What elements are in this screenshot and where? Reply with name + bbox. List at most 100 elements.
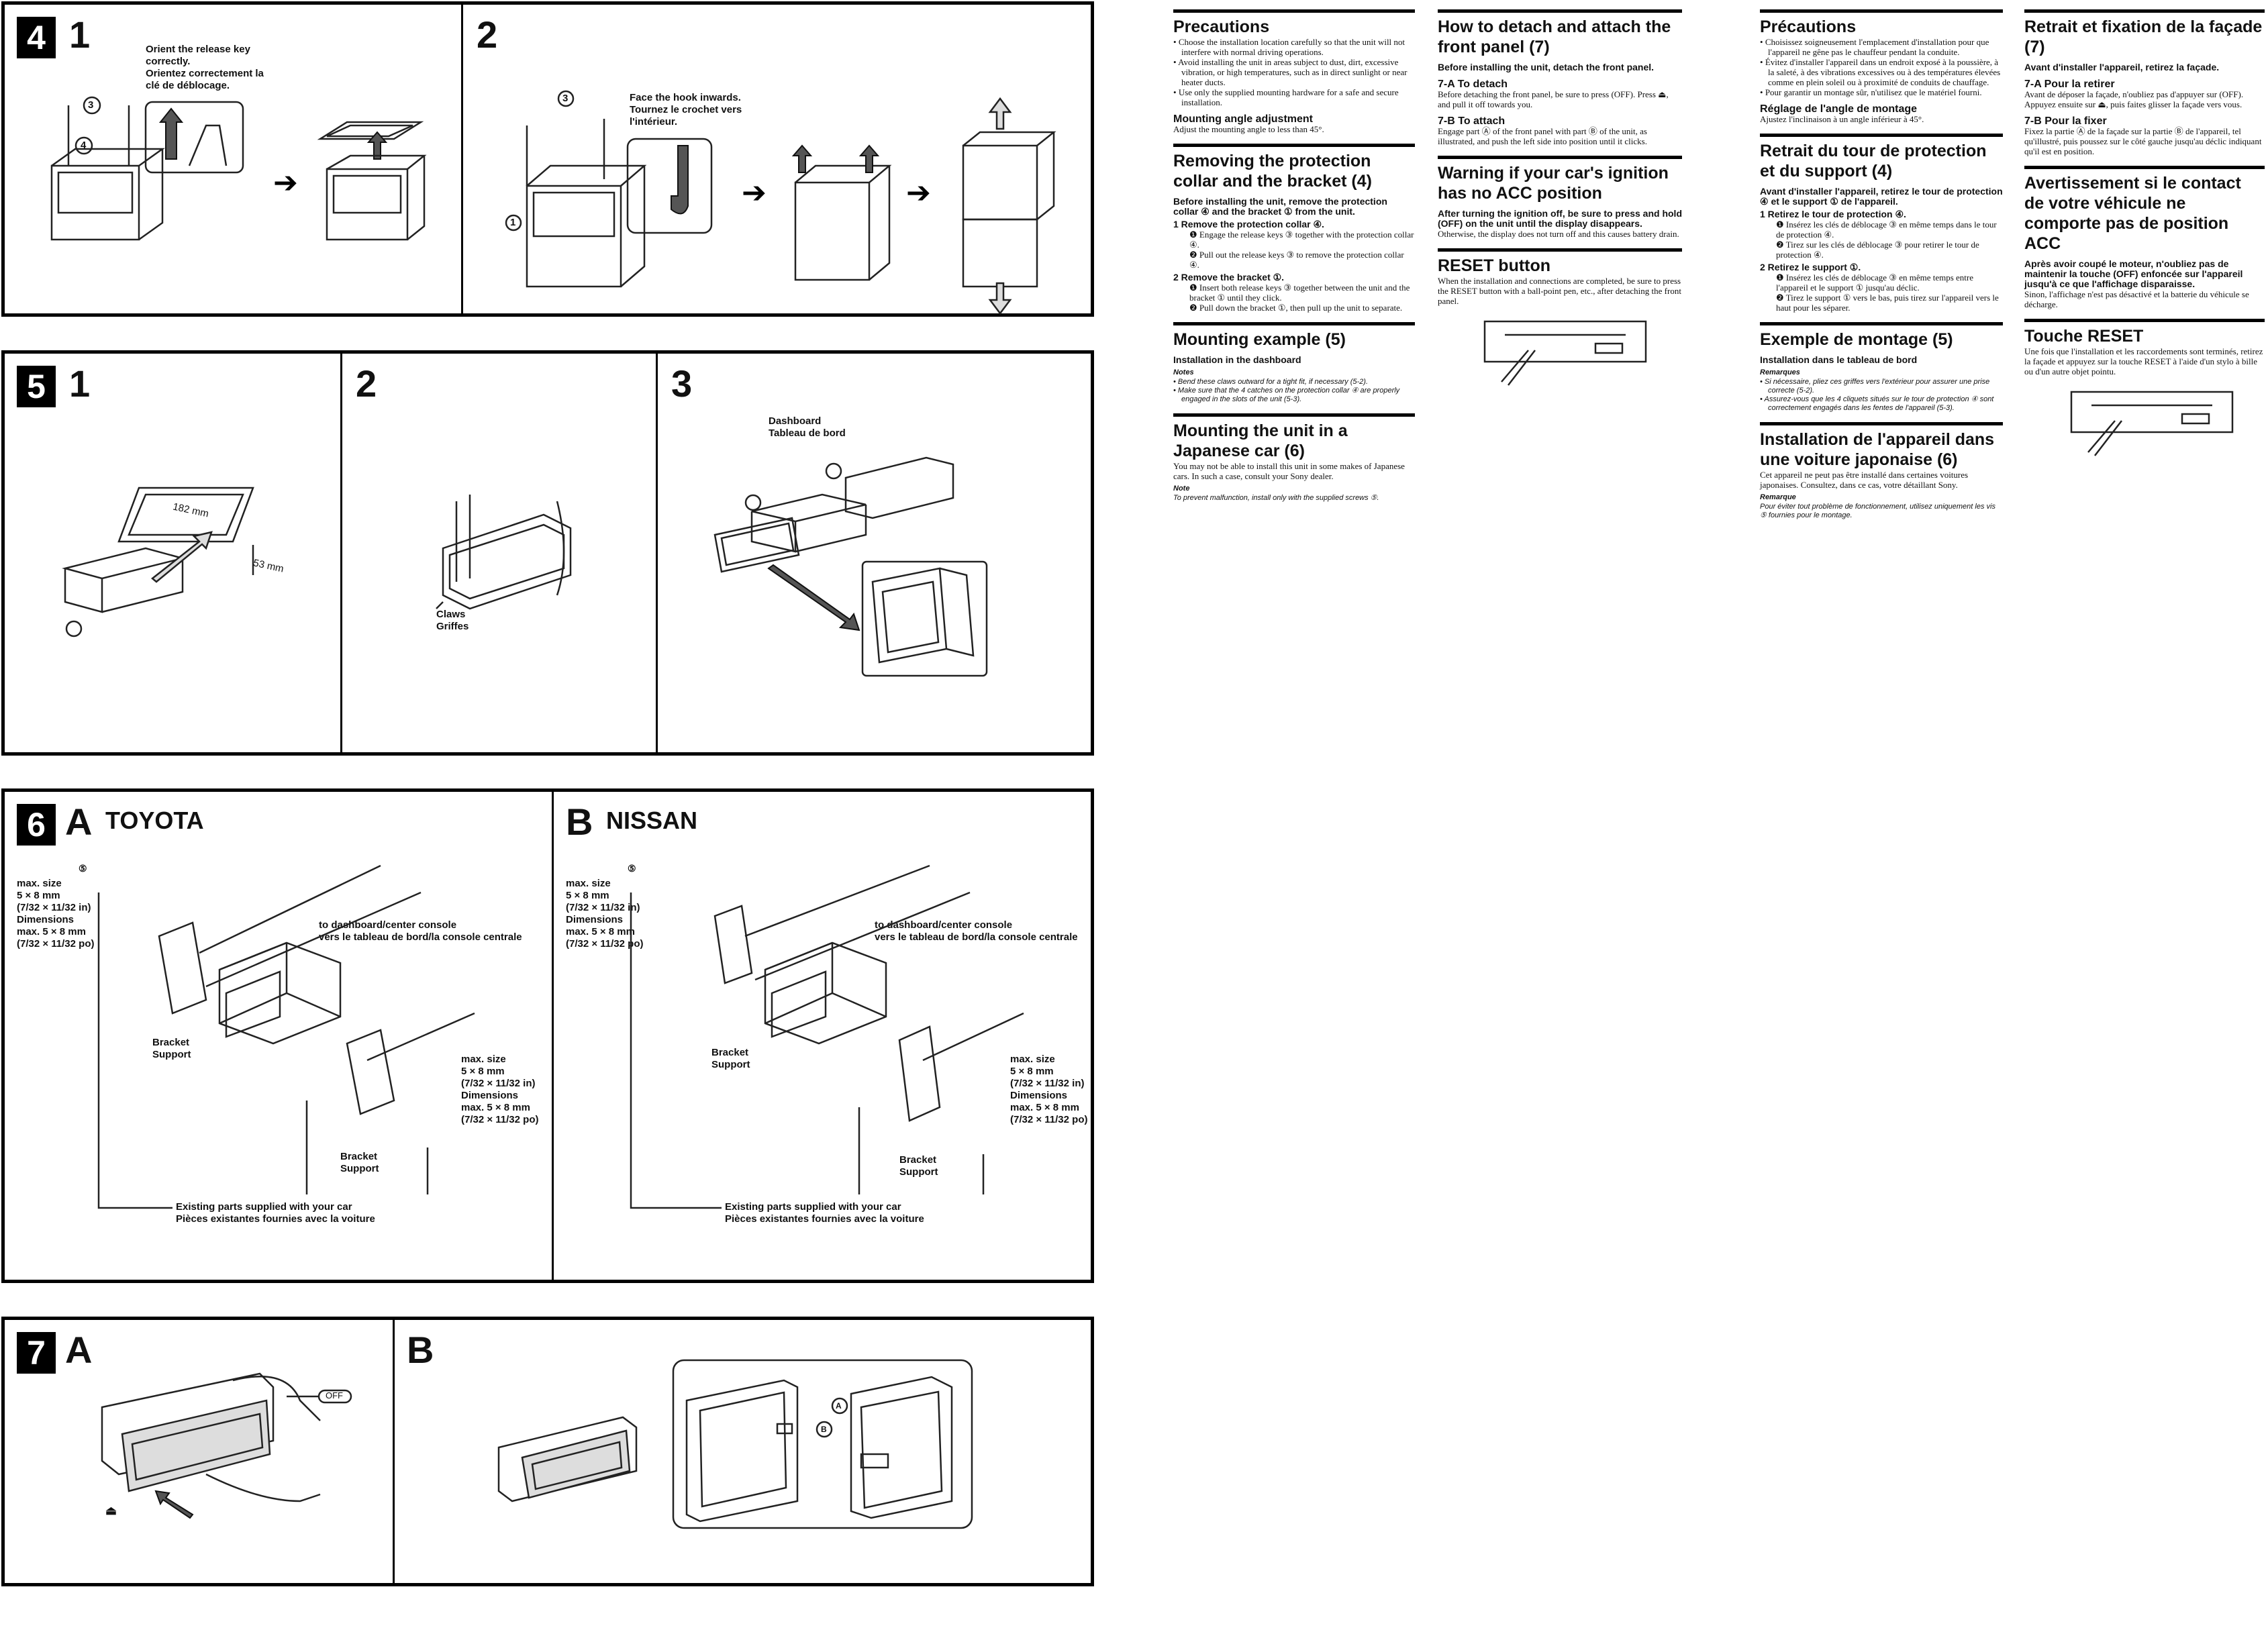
bracket-label: Bracket Support (340, 1151, 379, 1174)
dashboard-label: Dashboard Tableau de bord (769, 415, 846, 439)
intro: Before installing the unit, detach the f… (1438, 62, 1655, 72)
heading: Precautions (1173, 9, 1415, 37)
bracket-label: Bracket Support (711, 1047, 750, 1070)
screw-size-label: max. size 5 × 8 mm (7/32 × 11/32 in) Dim… (17, 878, 95, 950)
warning-bold: After turning the ignition off, be sure … (1438, 208, 1682, 229)
heading: Retrait du tour de protection et du supp… (1760, 134, 2003, 181)
toyota-mounting-illustration (97, 864, 475, 1209)
figure-7-badge: 7 (17, 1332, 56, 1374)
figure-5-badge: 5 (17, 366, 56, 407)
unit-with-bracket (505, 90, 647, 288)
english-column-1: Precautions Choose the installation loca… (1173, 9, 1415, 503)
callout-a: A (836, 1401, 842, 1411)
paragraph: Avant de déposer la façade, n'oubliez pa… (2024, 89, 2244, 109)
list-item: Choisissez soigneusement l'emplacement d… (1760, 37, 2003, 57)
list-item: Use only the supplied mounting hardware … (1173, 87, 1415, 107)
heading: Mounting the unit in a Japanese car (6) (1173, 413, 1415, 461)
existing-parts-label: Existing parts supplied with your car Pi… (176, 1201, 375, 1225)
precautions-list: Choose the installation location careful… (1173, 37, 1415, 107)
figure-5-step-1: 5 1 182 mm 53 mm (5, 354, 340, 752)
svg-text:➔: ➔ (742, 176, 767, 210)
callout-3: 3 (562, 93, 569, 104)
bracket-label: Bracket Support (152, 1037, 191, 1060)
french-column-1: Précautions Choisissez soigneusement l'e… (1760, 9, 2003, 520)
hook-inset (626, 138, 713, 234)
figure-4-step-2: 2 Face the hook inwards. Tournez le croc… (461, 5, 1091, 315)
paragraph: Cet appareil ne peut pas être installé d… (1760, 470, 1969, 490)
svg-text:➔: ➔ (273, 166, 298, 200)
step: 1 Retirez le tour de protection ④. (1760, 209, 1906, 219)
note-heading: Note (1173, 484, 1190, 493)
subheading: 7-B To attach (1438, 115, 1506, 127)
heading: Warning if your car's ignition has no AC… (1438, 156, 1682, 203)
existing-parts-label: Existing parts supplied with your car Pi… (725, 1201, 924, 1225)
callout-4: 4 (81, 140, 87, 151)
precautions-list: Choisissez soigneusement l'emplacement d… (1760, 37, 2003, 97)
variant-letter: B (566, 801, 593, 843)
substep: ❶ Insérez les clés de déblocage ③ en mêm… (1776, 272, 1974, 293)
warning-bold: Après avoir coupé le moteur, n'oubliez p… (2024, 258, 2243, 289)
step-number: 2 (477, 13, 498, 56)
list-item: Choose the installation location careful… (1173, 37, 1415, 57)
paragraph: Fixez la partie Ⓐ de la façade sur la pa… (2024, 126, 2262, 156)
subheading: Réglage de l'angle de montage (1760, 103, 1918, 115)
reset-illustration (2024, 389, 2265, 456)
subheading: 7-A Pour la retirer (2024, 79, 2115, 90)
substep: ❷ Pull down the bracket ①, then pull up … (1189, 303, 1403, 313)
heading: Installation de l'appareil dans une voit… (1760, 422, 2003, 470)
subheading: 7-A To detach (1438, 79, 1508, 90)
nissan-mounting-illustration (630, 864, 1024, 1209)
note: To prevent malfunction, install only wit… (1173, 494, 1379, 502)
eject-icon: ⏏ (105, 1504, 117, 1517)
subheading: Installation in the dashboard (1173, 354, 1301, 365)
claws-label: Claws Griffes (436, 609, 469, 632)
variant-letter: B (407, 1329, 434, 1371)
note: Pour éviter tout problème de fonctionnem… (1760, 503, 1995, 519)
heading: Retrait et fixation de la façade (7) (2024, 9, 2265, 57)
english-column-2: How to detach and attach the front panel… (1438, 9, 1682, 386)
list-item: Pour garantir un montage sûr, n'utilisez… (1760, 87, 2003, 97)
figure-4-badge: 4 (17, 17, 56, 58)
unit-with-keys (50, 96, 165, 241)
substep: ❶ Engage the release keys ③ together wit… (1189, 229, 1414, 250)
callout-5: ⑤ (79, 863, 87, 874)
figure-5-panel: 5 1 182 mm 53 mm 2 Claws Griffes 3 Dashb… (1, 350, 1094, 756)
paragraph: You may not be able to install this unit… (1173, 461, 1405, 481)
unit-separated (962, 97, 1056, 315)
figure-4-step-1: 4 1 Orient the release key correctly. Or… (5, 5, 461, 313)
hook-label: Face the hook inwards. Tournez le croche… (630, 92, 742, 127)
french-column-2: Retrait et fixation de la façade (7) Ava… (2024, 9, 2265, 456)
heading: Exemple de montage (5) (1760, 322, 2003, 350)
paragraph: Before detaching the front panel, be sur… (1438, 89, 1669, 109)
paragraph: Ajustez l'inclinaison à un angle inférie… (1760, 114, 1924, 124)
intro: Before installing the unit, remove the p… (1173, 196, 1387, 217)
callout-1: 1 (510, 217, 516, 228)
heading: Touche RESET (2024, 319, 2265, 346)
release-key-label: Orient the release key correctly. Orient… (146, 44, 264, 91)
heading: Mounting example (5) (1173, 322, 1415, 350)
paragraph: Sinon, l'affichage n'est pas désactivé e… (2024, 289, 2249, 309)
bracket-dashboard-illustration (62, 487, 254, 637)
reset-illustration (1438, 318, 1682, 386)
variant-letter: A (65, 801, 93, 843)
heading: Avertissement si le contact de votre véh… (2024, 166, 2265, 254)
list-item: Assurez-vous que les 4 cliquets situés s… (1760, 395, 2003, 413)
svg-text:➔: ➔ (906, 176, 931, 210)
figure-6-badge: 6 (17, 804, 56, 846)
dashboard-console-label: to dashboard/center console vers le tabl… (319, 919, 522, 943)
step: 1 Remove the protection collar ④. (1173, 219, 1324, 229)
dashboard-console-label: to dashboard/center console vers le tabl… (875, 919, 1078, 943)
unit-insertion-illustration (713, 456, 988, 677)
paragraph: When the installation and connections ar… (1438, 276, 1681, 306)
keys-inserted (791, 144, 892, 281)
step: 2 Retirez le support ①. (1760, 262, 1861, 272)
figure-7-detach: 7 A OFF ⏏ (5, 1320, 393, 1583)
step-number: 2 (356, 362, 377, 405)
notes-heading: Notes (1173, 368, 1194, 376)
heading: RESET button (1438, 248, 1682, 276)
substep: ❷ Tirez le support ① vers le bas, puis t… (1776, 293, 1999, 313)
figure-5-step-3: 3 Dashboard Tableau de bord (656, 354, 1091, 752)
list-item: Si nécessaire, pliez ces griffes vers l'… (1760, 378, 2003, 395)
intro: Avant d'installer l'appareil, retirez le… (1760, 186, 2003, 207)
list-item: Bend these claws outward for a tight fit… (1173, 378, 1415, 387)
